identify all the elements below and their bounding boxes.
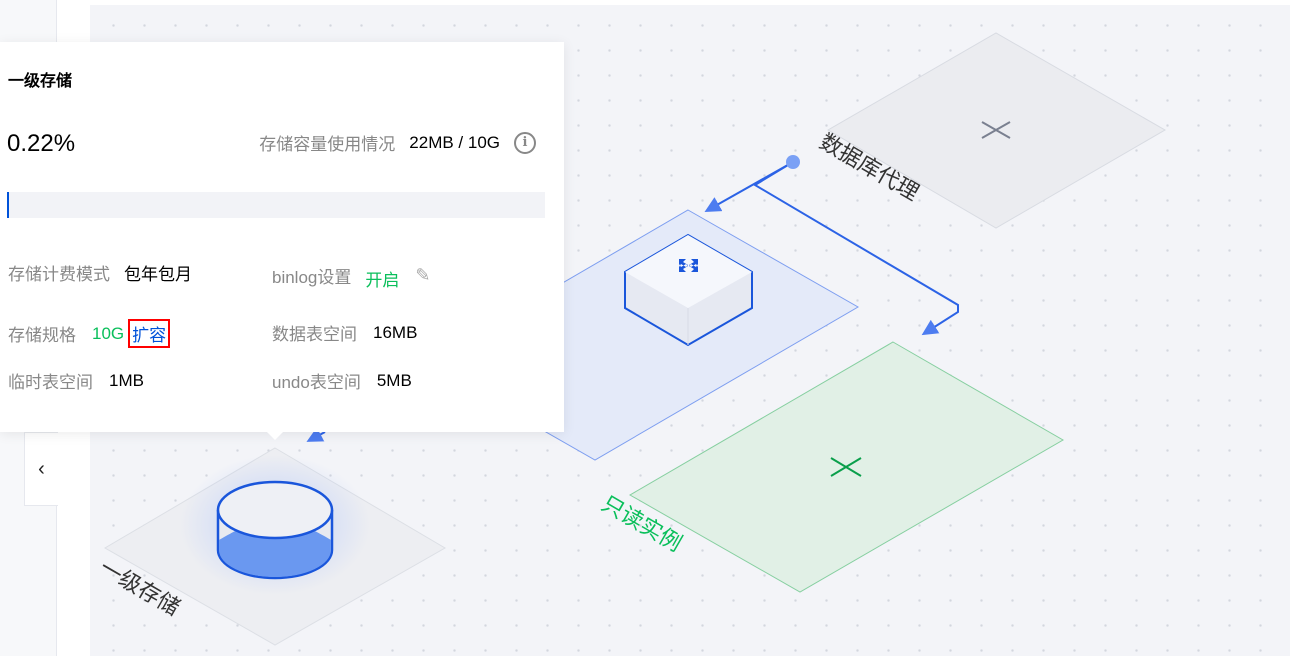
close-icon — [830, 457, 862, 477]
close-icon — [981, 121, 1011, 139]
expand-storage-link[interactable]: 扩容 — [128, 319, 171, 348]
spec-row: 存储规格 10G 扩容 — [8, 319, 171, 348]
storage-popover: 一级存储 0.22% 存储容量使用情况 22MB / 10G i 存储计费模式 … — [0, 42, 564, 440]
temp-space-label: 临时表空间 — [8, 373, 93, 392]
usage-summary: 存储容量使用情况 22MB / 10G i — [259, 130, 536, 155]
popover-title: 一级存储 — [8, 73, 73, 90]
spec-value: 10G — [92, 323, 125, 343]
usage-percent: 0.22% — [7, 130, 76, 157]
billing-row: 存储计费模式 包年包月 — [8, 260, 192, 285]
storage-node[interactable] — [104, 447, 446, 646]
temp-space-value: 1MB — [109, 370, 144, 390]
billing-value: 包年包月 — [124, 265, 192, 284]
binlog-label: binlog设置 — [272, 268, 352, 287]
connector-dot — [786, 155, 800, 169]
usage-value: 22MB / 10G — [409, 132, 500, 152]
info-icon[interactable]: i — [514, 131, 536, 154]
data-space-label: 数据表空间 — [272, 325, 357, 344]
proxy-node[interactable] — [827, 32, 1167, 229]
usage-progress-fill — [7, 192, 9, 218]
binlog-row: binlog设置 开启 ✎ — [272, 260, 430, 291]
spec-label: 存储规格 — [8, 326, 76, 345]
readonly-instance-node[interactable] — [628, 341, 1065, 593]
expand-arrows-icon — [679, 259, 698, 272]
chevron-left-icon: ‹ — [38, 457, 45, 480]
connections — [306, 161, 959, 442]
edit-pencil-icon[interactable]: ✎ — [415, 265, 431, 285]
billing-label: 存储计费模式 — [8, 265, 110, 284]
usage-progress-bar — [7, 192, 545, 218]
data-space-value: 16MB — [373, 322, 418, 342]
usage-label: 存储容量使用情况 — [259, 135, 396, 154]
binlog-value: 开启 — [365, 271, 400, 290]
temp-space-row: 临时表空间 1MB — [8, 368, 144, 393]
undo-space-row: undo表空间 5MB — [272, 368, 412, 393]
undo-space-value: 5MB — [376, 370, 412, 390]
undo-space-label: undo表空间 — [272, 373, 361, 392]
collapse-panel-button[interactable]: ‹ — [24, 432, 58, 506]
data-space-row: 数据表空间 16MB — [272, 320, 417, 345]
